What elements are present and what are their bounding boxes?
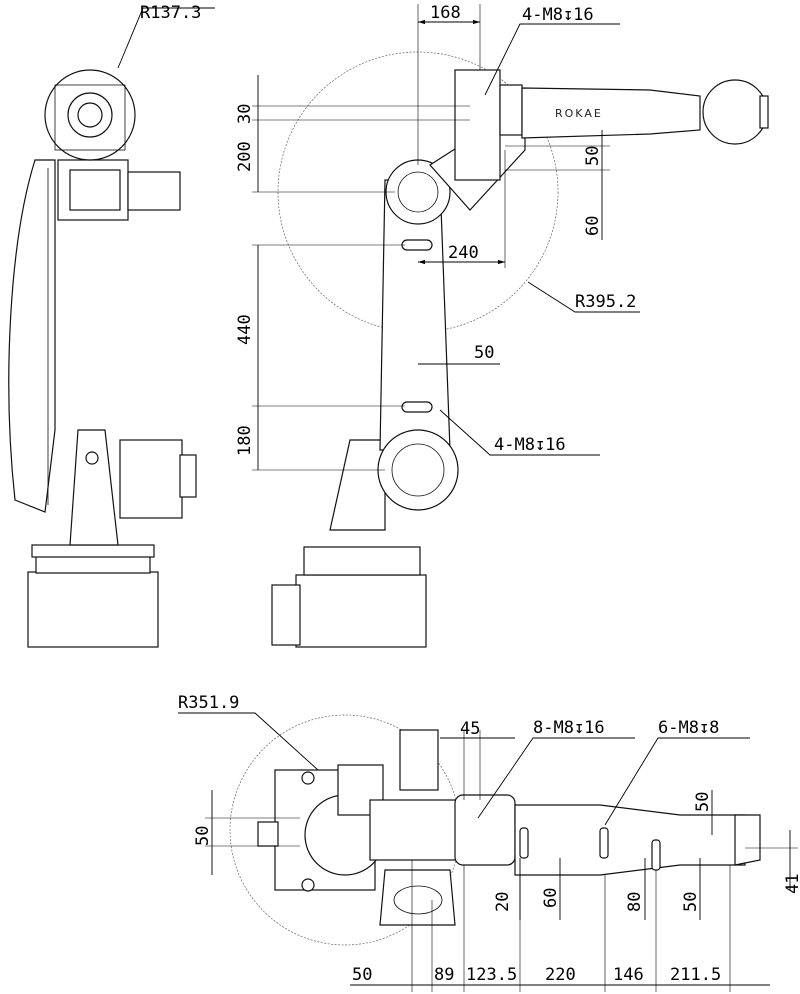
- top-bottom-dim-1: 89: [434, 965, 454, 985]
- top-bottom-dim-2: 123.5: [466, 965, 517, 985]
- side-base-top: [31, 544, 155, 558]
- front-dim-440: 440: [235, 314, 255, 345]
- front-logo: ROKAE: [555, 107, 603, 120]
- top-dim-80: 80: [625, 892, 645, 912]
- front-radius-leader: [527, 281, 640, 313]
- top-slot-b: [599, 827, 609, 859]
- front-dim-50-right: 50: [583, 146, 603, 166]
- front-hole-label-top: 4-M8↧16: [522, 5, 594, 25]
- side-radius-label: R137.3: [140, 3, 201, 23]
- front-upper-slot: [401, 239, 433, 251]
- front-forearm: [521, 87, 701, 139]
- top-hole-leader-2: [604, 737, 750, 826]
- front-wrist: [702, 79, 768, 145]
- top-j2-cover: [379, 869, 456, 926]
- top-slot-c: [651, 839, 661, 871]
- front-dim-60: 60: [583, 216, 603, 236]
- side-wrist-box: [54, 84, 126, 151]
- front-dim-180: 180: [235, 425, 255, 456]
- side-flange-inner: [77, 102, 103, 128]
- top-bottom-dim-0: 50: [352, 965, 372, 985]
- front-j3-hub: [397, 171, 439, 213]
- top-forearm: [514, 804, 746, 876]
- side-motor-cap: [179, 454, 197, 498]
- top-j2-ellipse: [393, 885, 443, 915]
- side-motor-j3: [127, 171, 181, 211]
- front-j2-joint: [377, 429, 459, 511]
- top-dim-50-left: 50: [193, 826, 213, 846]
- top-view: R351.9 45 8-M8↧16 6-M8↧8 50 50 20 60 80 …: [178, 693, 800, 992]
- front-dim-240: 240: [448, 243, 479, 263]
- top-radius-leader: [178, 712, 319, 771]
- front-view: ROKAE 168 4-M8↧16 30 200 50 60 240 R395.…: [235, 3, 769, 648]
- top-wrist: [734, 814, 761, 866]
- top-bottom-dim-3: 220: [545, 965, 576, 985]
- front-dim-200: 200: [235, 141, 255, 172]
- front-hole-leader-bottom: [439, 409, 600, 456]
- front-dim-30: 30: [235, 104, 255, 124]
- side-base-flange: [35, 554, 151, 574]
- side-view: R137.3: [8, 3, 215, 648]
- top-dim-50-right-bottom: 50: [681, 892, 701, 912]
- front-flange: [759, 95, 769, 129]
- side-j2-bolt: [85, 451, 99, 465]
- top-dim-41: 41: [783, 874, 800, 894]
- front-radius-label: R395.2: [575, 292, 636, 312]
- top-bolt-2: [301, 878, 315, 892]
- front-hole-leader-top: [484, 23, 620, 96]
- side-turret: [69, 429, 119, 546]
- side-radius-leader: [117, 7, 215, 69]
- top-bottom-dim-5: 211.5: [670, 965, 721, 985]
- top-upper-arm: [454, 794, 516, 866]
- side-motor-j1: [119, 439, 183, 519]
- front-j2-motor: [329, 439, 386, 531]
- top-hole-label-1: 8-M8↧16: [533, 718, 605, 738]
- top-hole-leader-1: [477, 737, 635, 819]
- side-arm-cover: [8, 159, 56, 513]
- front-dim-50-mid: 50: [474, 343, 494, 363]
- front-dim-168: 168: [430, 3, 461, 23]
- front-connector: [271, 584, 301, 646]
- top-radius-label: R351.9: [178, 693, 239, 713]
- top-connector: [257, 821, 279, 847]
- front-hole-label-bottom: 4-M8↧16: [494, 435, 566, 455]
- front-base: [295, 574, 427, 648]
- front-lower-slot: [401, 401, 433, 413]
- front-j4-cap: [499, 84, 523, 136]
- side-j3-housing: [69, 169, 121, 211]
- front-j2-hub: [391, 443, 445, 497]
- top-lower-arm: [369, 799, 466, 861]
- top-dim-60: 60: [541, 888, 561, 908]
- top-bottom-dim-4: 146: [613, 965, 644, 985]
- top-slot-a: [519, 827, 529, 859]
- top-dim-45: 45: [460, 719, 480, 739]
- top-dim-50-right-top: 50: [693, 792, 713, 812]
- front-base-flange: [303, 546, 421, 576]
- side-base: [27, 571, 159, 648]
- front-j4-housing: [454, 69, 501, 181]
- top-motor-b: [399, 729, 439, 791]
- top-hole-label-2: 6-M8↧8: [658, 718, 719, 738]
- top-bolt-1: [301, 771, 315, 785]
- top-dim-20: 20: [493, 892, 513, 912]
